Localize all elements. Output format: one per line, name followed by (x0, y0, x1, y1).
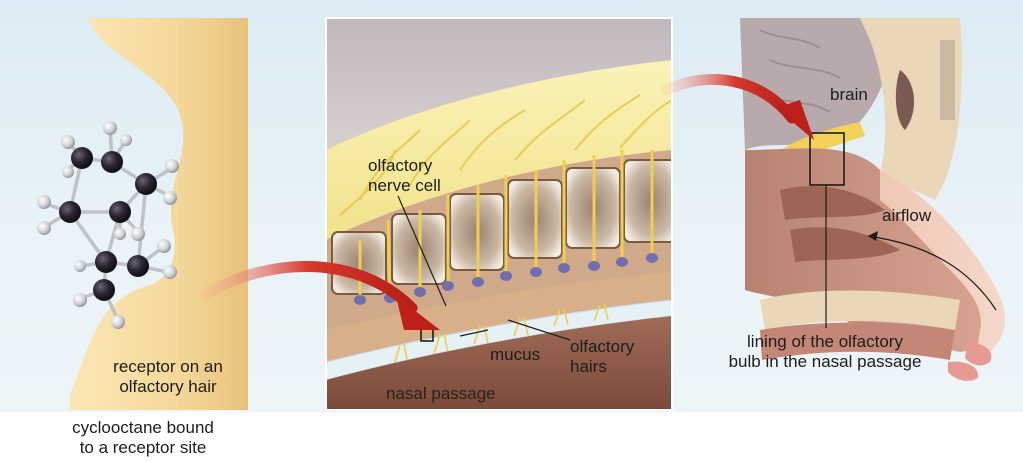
nasal-passage-label: nasal passage (386, 384, 496, 404)
nerve-cell-label: olfactory nerve cell (368, 156, 441, 196)
receptor-label: receptor on an olfactory hair (90, 357, 246, 397)
lining-label: lining of the olfactory bulb in the nasa… (720, 332, 930, 372)
arrow-epithelium-to-head (666, 79, 814, 140)
brain-label: brain (830, 85, 868, 105)
figure-caption: cyclooctane bound to a receptor site (28, 418, 258, 458)
mucus-label: mucus (490, 345, 540, 365)
airflow-label: airflow (882, 206, 931, 226)
hairs-label: olfactory hairs (570, 337, 634, 377)
arrow-receptor-to-epithelium (205, 266, 440, 330)
